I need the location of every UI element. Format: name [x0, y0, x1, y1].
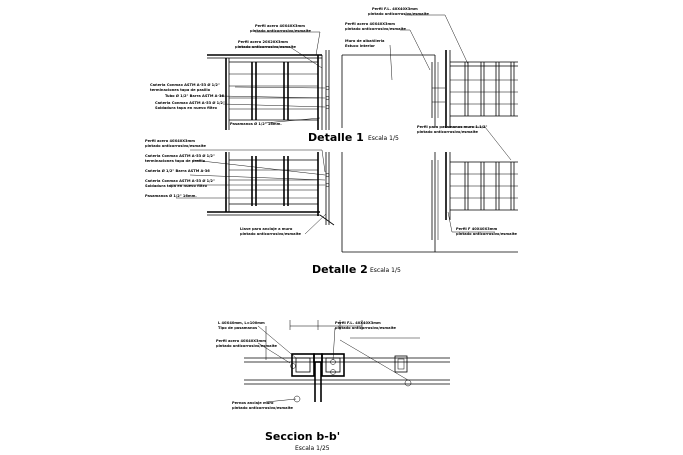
leader-lines: [170, 14, 512, 403]
note-s-profile-40: Perfil acero 40X40X3mm: [216, 339, 266, 343]
detail2-left-elevation: [207, 152, 335, 226]
note-d1-wall-finish: Estuco interior: [345, 44, 375, 48]
note-d2-profile-f: Perfil F 40X40X3mm: [456, 227, 497, 231]
note-d2-pipe-a: Cañeria Conmax ASTM A-53 Ø 1/2": [145, 153, 215, 158]
note-d1-pipe-a-sub: terminaciones tapa de pasillo: [150, 88, 211, 92]
note-d1-steel-profile-finish: pintado anticorrosivo/esmalte: [345, 27, 407, 31]
detail1-wall: [341, 54, 445, 128]
note-d1-wall-handrail: Perfil para pasamanos muro 1.1/2": [417, 125, 488, 129]
note-d1-handrail: Pasamanos Ø 1/2" 16mm.: [230, 121, 282, 126]
section-title: Seccion b-b': [265, 430, 340, 443]
detail2-title: Detalle 2: [312, 263, 368, 276]
note-s-angle: L 40X40mm, L=100mm: [218, 321, 265, 325]
note-d2-pipe-b-sub: Soldadura tapa en nuevo filtro: [145, 184, 208, 188]
detail1-scale: Escala 1/5: [368, 135, 399, 142]
note-d1-pipe-a: Cañeria Conmax ASTM A-53 Ø 1/2": [150, 82, 220, 87]
note-s-bolts: Pernos anclaje muro: [232, 401, 274, 405]
note-s-angle-sub: Tipo de pasamanos: [218, 326, 257, 330]
detail1-right-elevation: [445, 50, 518, 128]
detail2-scale: Escala 1/5: [370, 267, 401, 274]
note-d2-pipe-a-sub: terminaciones tapa de pasillo: [145, 159, 206, 163]
note-d2-profile-40-finish: pintado anticorrosivo/esmalte: [145, 144, 207, 148]
note-d2-pipe-b: Cañeria Conmax ASTM A-53 Ø 1/2": [145, 178, 215, 183]
detail2-right-elevation: [445, 152, 518, 220]
note-d1-wall-handrail-finish: pintado anticorrosivo/esmalte: [417, 130, 479, 134]
detail1-left-elevation: [207, 50, 330, 130]
note-d1-fl-profile: Perfil F.L. 40X40X3mm: [372, 7, 418, 11]
note-d2-anchor: Llave para anclaje a muro: [240, 227, 293, 231]
note-d1-wall: Muro de albañileria: [345, 39, 385, 43]
note-s-fl-profile: Perfil F.L. 40X40X3mm: [335, 321, 381, 325]
section-bb: [244, 320, 450, 403]
note-d1-pipe-b: Cañeria Conmax ASTM A-53 Ø 1/2": [155, 100, 225, 105]
note-d2-profile-40: Perfil acero 40X40X3mm: [145, 139, 195, 143]
note-s-fl-profile-finish: pintado anticorrosivo/esmalte: [335, 326, 397, 330]
note-d1-profile-40-finish: pintado anticorrosivo/esmalte: [250, 29, 312, 33]
annotation-notes: Perfil acero 40X40X3mm pintado anticorro…: [145, 7, 518, 410]
note-d1-profile-40: Perfil acero 40X40X3mm: [255, 24, 305, 28]
note-d1-profile-20: Perfil acero 20X20X3mm: [238, 40, 288, 44]
note-d1-pipe-b-sub: Soldadura tapa en nuevo filtro: [155, 106, 218, 110]
note-d2-profile-f-finish: pintado anticorrosivo/esmalte: [456, 232, 518, 236]
note-d1-profile-20-finish: pintado anticorrosivo/esmalte: [235, 45, 297, 49]
note-d2-handrail: Pasamanos Ø 1/2" 16mm.: [145, 193, 197, 198]
note-d2-bar: Cañeria Ø 1/2" Barra ASTM A-36: [145, 168, 210, 173]
section-scale: Escala 1/25: [295, 445, 330, 452]
note-d1-steel-profile: Perfil acero 40X40X3mm: [345, 22, 395, 26]
note-d2-anchor-finish: pintado anticorrosivo/esmalte: [240, 232, 302, 236]
note-s-profile-40-finish: pintado anticorrosivo/esmalte: [216, 344, 278, 348]
detail1-title: Detalle 1: [308, 131, 364, 144]
note-s-bolts-finish: pintado anticorrosivo/esmalte: [232, 406, 294, 410]
drawing-titles: Detalle 1 Escala 1/5 Detalle 2 Escala 1/…: [265, 131, 401, 452]
note-d1-bar: Tubo Ø 1/2" Barra ASTM A-36: [165, 93, 224, 98]
note-d1-fl-profile-finish: pintado anticorrosivo/esmalte: [368, 12, 430, 16]
detail2-wall: [341, 152, 518, 253]
